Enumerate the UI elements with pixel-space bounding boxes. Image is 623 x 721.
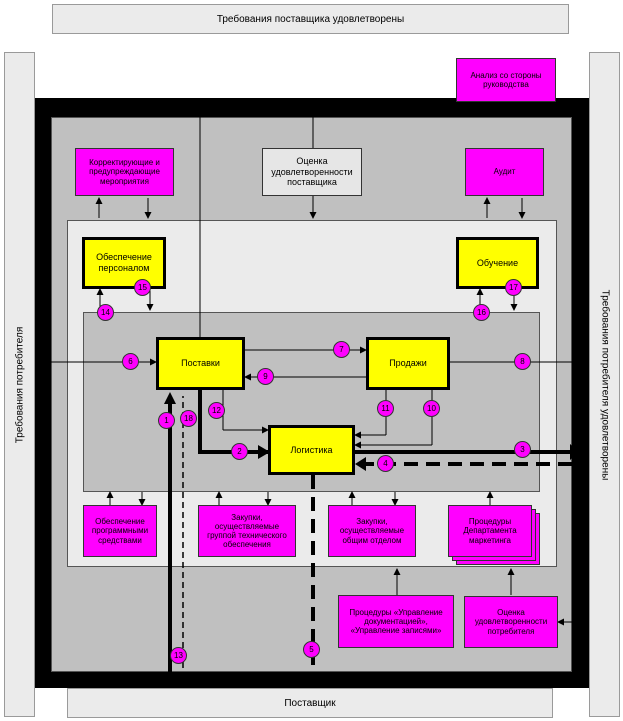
logistics-box: Логистика — [268, 425, 355, 475]
training-box: Обучение — [456, 237, 539, 289]
circle-12: 12 — [208, 402, 225, 419]
circle-18: 18 — [180, 410, 197, 427]
left-bar: Требования потребителя — [4, 52, 35, 717]
supplies-box: Поставки — [156, 337, 245, 390]
circle-7: 7 — [333, 341, 350, 358]
circle-4: 4 — [377, 455, 394, 472]
circle-3: 3 — [514, 441, 531, 458]
bottom-bar: Поставщик — [67, 688, 553, 718]
circle-2: 2 — [231, 443, 248, 460]
circle-13: 13 — [170, 647, 187, 664]
sales-box: Продажи — [366, 337, 450, 390]
audit-box: Аудит — [465, 148, 544, 196]
software-box: Обеспечение программными средствами — [83, 505, 157, 557]
marketing-procedures-box: Процедуры Департамента маркетинга — [448, 505, 532, 557]
circle-1: 1 — [158, 412, 175, 429]
circle-11: 11 — [377, 400, 394, 417]
circle-17: 17 — [505, 279, 522, 296]
staffing-box: Обеспечение персоналом — [82, 237, 166, 289]
circle-15: 15 — [134, 279, 151, 296]
circle-9: 9 — [257, 368, 274, 385]
tech-purchases-box: Закупки, осуществляемые группой техничес… — [198, 505, 296, 557]
consumer-satisfaction-box: Оценка удовлетворенности потребителя — [464, 596, 558, 648]
circle-14: 14 — [97, 304, 114, 321]
right-bar: Требования потребителя удовлетворены — [589, 52, 620, 717]
general-purchases-box: Закупки, осуществляемые общим отделом — [328, 505, 416, 557]
circle-16: 16 — [473, 304, 490, 321]
circle-5: 5 — [303, 641, 320, 658]
management-analysis-box: Анализ со стороны руководства — [456, 58, 556, 102]
corrective-actions-box: Корректирующие и предупреждающие меропри… — [75, 148, 174, 196]
circle-6: 6 — [122, 353, 139, 370]
top-bar: Требования поставщика удовлетворены — [52, 4, 569, 34]
circle-10: 10 — [423, 400, 440, 417]
circle-8: 8 — [514, 353, 531, 370]
supplier-satisfaction-box: Оценка удовлетворенности поставщика — [262, 148, 362, 196]
doc-procedures-box: Процедуры «Управление документацией», «У… — [338, 595, 454, 648]
